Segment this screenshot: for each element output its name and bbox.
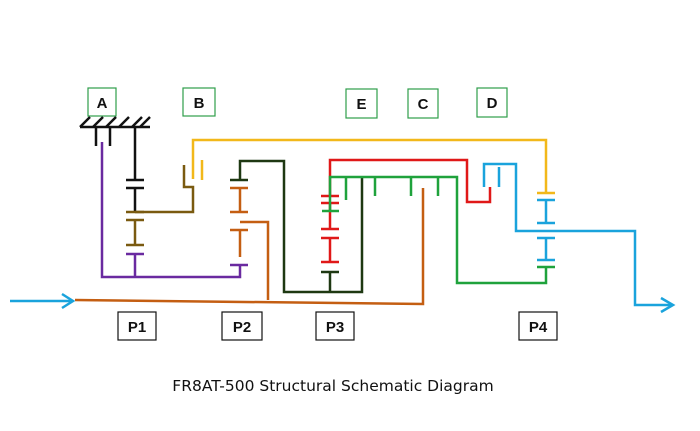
ring-p3-member — [321, 158, 492, 264]
output-arrow — [660, 296, 676, 314]
planetary-label-p2: P2 — [221, 311, 263, 341]
input-arrow — [10, 292, 76, 310]
clutch-label-c: C — [407, 88, 439, 119]
output-shaft — [482, 162, 672, 307]
p1-sun-housing — [126, 178, 144, 212]
brake-a-member — [100, 142, 248, 279]
clutch-label-e-text: E — [356, 96, 366, 113]
clutch-label-d: D — [476, 87, 508, 118]
planetary-label-p4-text: P4 — [529, 319, 548, 336]
ring-p2-member — [230, 159, 364, 294]
planetary-label-p3-text: P3 — [326, 319, 344, 336]
clutch-label-b-text: B — [194, 95, 205, 112]
clutch-label-d-text: D — [487, 95, 498, 112]
housing-ground — [79, 116, 151, 180]
planetary-label-p2-text: P2 — [233, 319, 251, 336]
planetary-label-p3: P3 — [315, 311, 355, 341]
clutch-label-c-text: C — [418, 96, 429, 113]
clutch-label-e: E — [345, 88, 378, 119]
planetary-label-p1-text: P1 — [128, 319, 146, 336]
clutch-label-b: B — [182, 87, 216, 117]
diagram-caption: FR8AT-500 Structural Schematic Diagram — [172, 377, 493, 395]
clutch-d-member — [191, 138, 555, 195]
clutch-c-member — [322, 175, 555, 285]
clutch-label-a-text: A — [97, 95, 108, 112]
clutch-b-member — [126, 165, 195, 247]
input-shaft — [74, 186, 425, 306]
planetary-label-p1: P1 — [117, 311, 157, 341]
clutch-label-a: A — [87, 87, 117, 117]
planetary-label-p4: P4 — [518, 311, 558, 341]
